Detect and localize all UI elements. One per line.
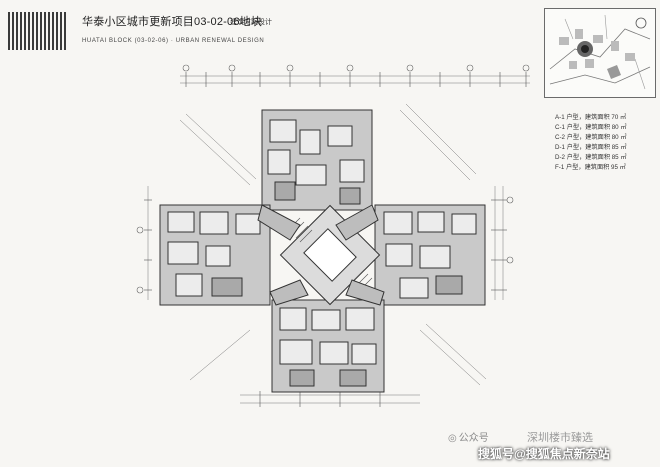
project-title-en: HUATAI BLOCK (03-02-06) · URBAN RENEWAL … [82, 38, 265, 44]
dimension-ticks [144, 72, 527, 407]
site-key-map [544, 8, 656, 98]
tower-east [374, 204, 486, 306]
dimension-lines [147, 75, 530, 404]
watermark-site: 搜狐号@搜狐焦点新奈站 [478, 447, 610, 461]
key-map-drawing [549, 14, 651, 90]
unit-type-legend: A-1 户型，建筑面积 70 ㎡ C-1 户型，建筑面积 80 ㎡ C-2 户型… [555, 113, 653, 173]
title-block-stripe [8, 12, 66, 50]
connecting-wings [257, 204, 385, 306]
axis-markers [136, 64, 530, 294]
legend-item: C-1 户型，建筑面积 80 ㎡ [555, 124, 627, 131]
legend-item: C-2 户型，建筑面积 80 ㎡ [555, 134, 627, 141]
watermark-channel: 深圳楼市臻选 [527, 432, 593, 444]
legend-item: A-1 户型，建筑面积 70 ㎡ [555, 114, 627, 121]
legend-item: D-1 户型，建筑面积 85 ㎡ [555, 144, 627, 151]
wechat-icon: ◎ [448, 433, 457, 444]
project-title: 华泰小区城市更新项目03-02-06地块 [82, 16, 263, 28]
diagonal-dimension-lines [179, 103, 487, 386]
watermark-source-text: 公众号 [458, 433, 489, 444]
tower-south [271, 299, 385, 393]
tower-north [261, 109, 373, 211]
legend-item: D-2 户型，建筑面积 85 ㎡ [555, 154, 627, 161]
watermark-source: ◎公众号 [448, 429, 489, 444]
tower-west [159, 204, 271, 306]
legend-item: F-1 户型，建筑面积 95 ㎡ [555, 164, 626, 171]
project-subtitle: 建筑方案设计 [230, 19, 272, 26]
